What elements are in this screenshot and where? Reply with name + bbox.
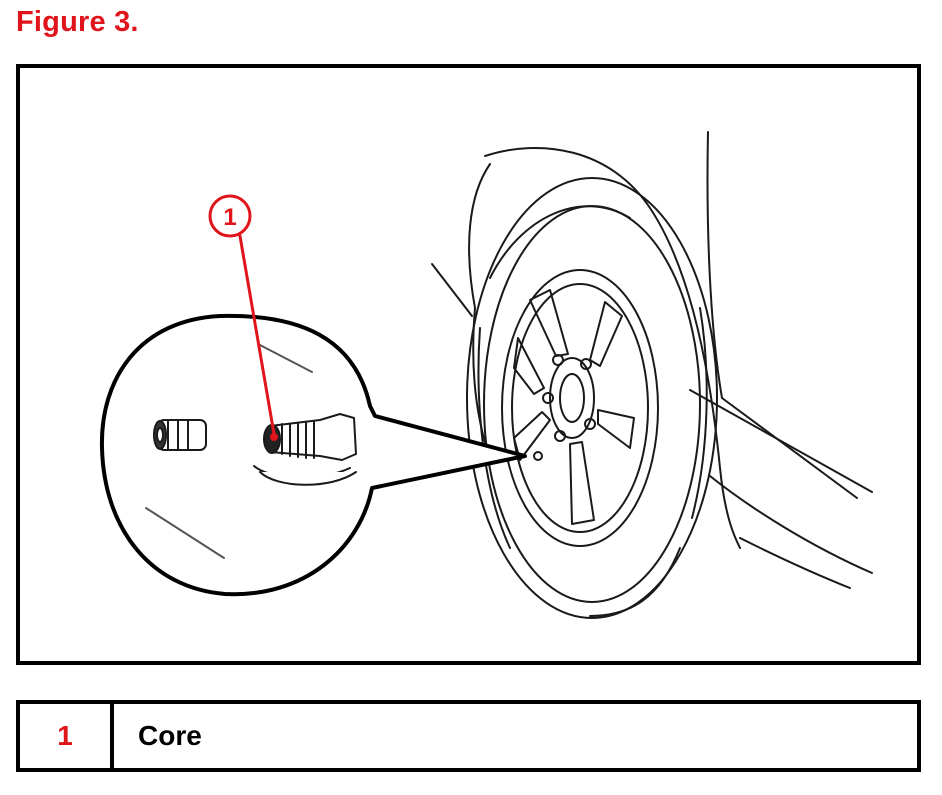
valve-stem (253, 413, 357, 486)
figure-frame: 1 (16, 64, 921, 665)
legend-table: 1 Core (16, 700, 921, 772)
vehicle-body (431, 131, 873, 589)
wheel-rim (501, 269, 659, 547)
legend-item-number: 1 (20, 704, 114, 768)
magnifier-hatch (145, 343, 313, 559)
tire (466, 177, 718, 619)
valve-cap (153, 419, 207, 451)
legend-item-label: Core (138, 720, 202, 751)
figure-title: Figure 3. (16, 6, 139, 38)
callout-leader-line (238, 234, 276, 436)
callout-circle (208, 194, 252, 238)
callout-number: 1 (223, 204, 236, 231)
valve-stem-illustration: 1 (99, 131, 873, 619)
